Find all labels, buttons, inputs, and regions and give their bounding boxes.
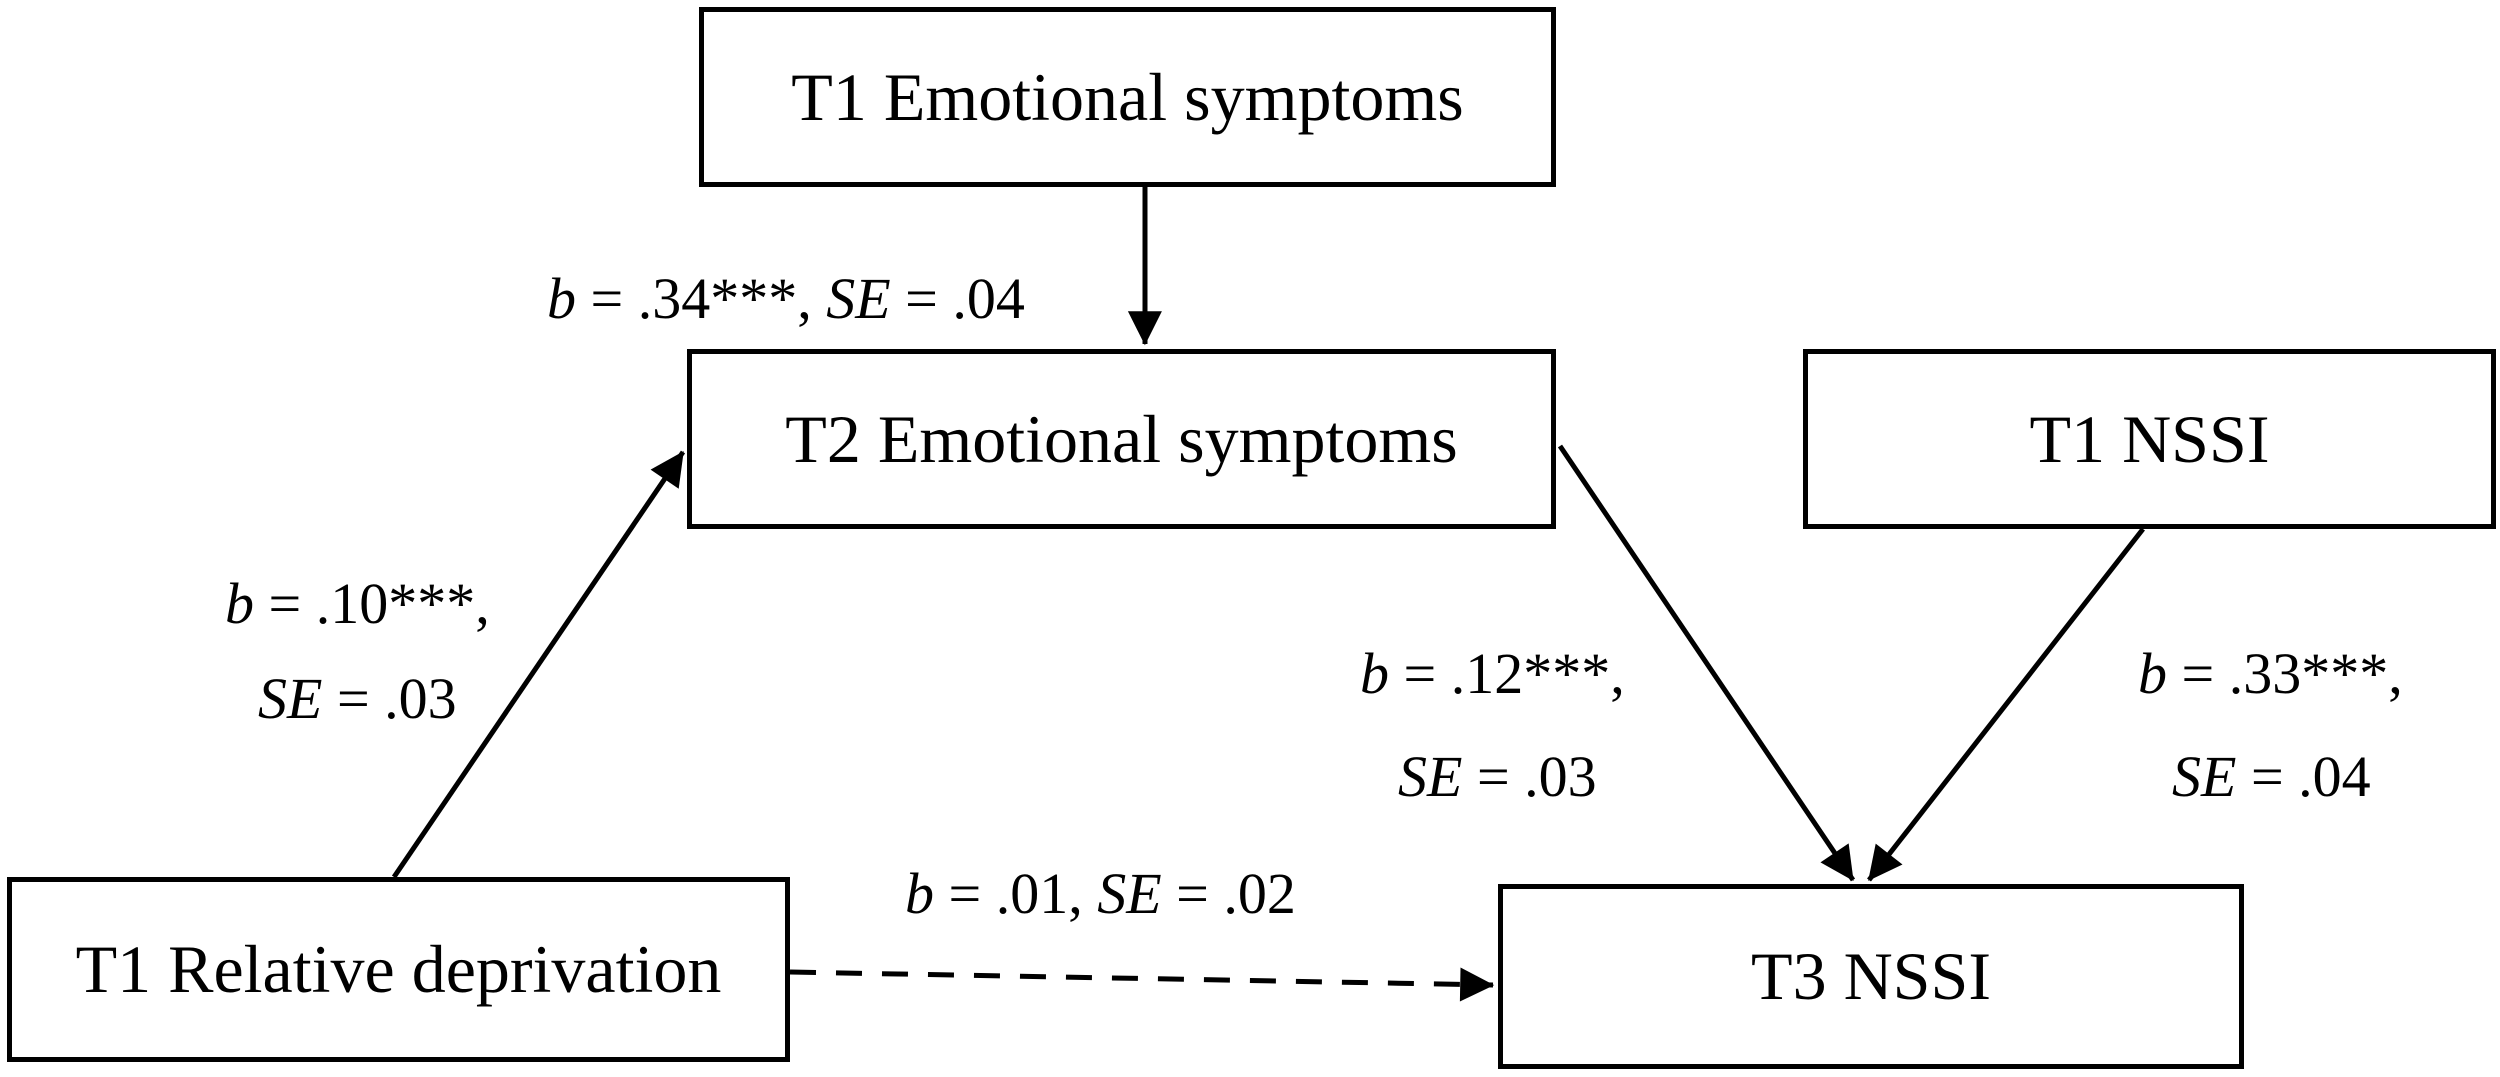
se-symbol: SE	[826, 266, 891, 331]
node-t1-relative-deprivation: T1 Relative deprivation	[7, 877, 790, 1062]
edge-label-t1rd-t2emo-se: SE = .03	[258, 670, 457, 728]
standard-error: .04	[2298, 744, 2371, 809]
edge-label-t2emo-t3nssi-b: b = .12***,	[1360, 645, 1625, 703]
node-label: T1 Relative deprivation	[75, 931, 722, 1007]
arrow-t1rd-to-t2emo	[391, 450, 686, 879]
comma: ,	[1610, 641, 1625, 706]
equals: =	[1389, 641, 1451, 706]
equals: =	[2167, 641, 2229, 706]
standard-error: .02	[1223, 861, 1296, 926]
edge-label-t1nssi-t3nssi-se: SE = .04	[2172, 748, 2371, 806]
equals: =	[322, 666, 385, 731]
node-t3-nssi: T3 NSSI	[1498, 884, 2244, 1069]
node-t1-emotional-symptoms: T1 Emotional symptoms	[699, 7, 1556, 187]
equals: =	[890, 266, 953, 331]
arrow-t1nssi-to-t3nssi	[1867, 527, 2145, 882]
b-symbol: b	[905, 861, 934, 926]
edge-label-t1nssi-t3nssi-b: b = .33***,	[2138, 645, 2403, 703]
b-symbol: b	[1360, 641, 1389, 706]
b-symbol: b	[2138, 641, 2167, 706]
edge-label-t2emo-t3nssi-se: SE = .03	[1398, 748, 1597, 806]
equals: =	[934, 861, 996, 926]
separator: ,	[1068, 861, 1098, 926]
node-label: T3 NSSI	[1751, 938, 1991, 1014]
comma: ,	[2388, 641, 2403, 706]
equals: =	[576, 266, 638, 331]
standard-error: .03	[1524, 744, 1597, 809]
se-symbol: SE	[1097, 861, 1162, 926]
b-symbol: b	[225, 571, 254, 636]
edge-label-t1rd-t3nssi: b = .01, SE = .02	[905, 865, 1296, 923]
equals: =	[1462, 744, 1525, 809]
coefficient-b: .10***	[315, 571, 476, 636]
arrow-t1rd-to-t3nssi-dashed	[789, 967, 1495, 1002]
arrow-t2emo-to-t3nssi	[1557, 444, 1856, 882]
edge-label-t1rd-t2emo-b: b = .10***,	[225, 575, 490, 633]
equals: =	[1161, 861, 1224, 926]
edge-label-t1emo-t2emo: b = .34***, SE = .04	[547, 270, 1025, 328]
node-t2-emotional-symptoms: T2 Emotional symptoms	[687, 349, 1556, 529]
equals: =	[2236, 744, 2299, 809]
se-symbol: SE	[2172, 744, 2237, 809]
standard-error: .04	[952, 266, 1025, 331]
node-label: T1 NSSI	[2029, 400, 2270, 477]
standard-error: .03	[384, 666, 457, 731]
equals: =	[254, 571, 316, 636]
se-symbol: SE	[258, 666, 323, 731]
b-symbol: b	[547, 266, 576, 331]
coefficient-b: .12***	[1450, 641, 1611, 706]
coefficient-b: .01	[995, 861, 1069, 926]
node-t1-nssi: T1 NSSI	[1803, 349, 2496, 529]
se-symbol: SE	[1398, 744, 1463, 809]
comma: ,	[475, 571, 490, 636]
node-label: T1 Emotional symptoms	[791, 58, 1464, 135]
separator: ,	[797, 266, 827, 331]
coefficient-b: .33***	[2228, 641, 2389, 706]
coefficient-b: .34***	[637, 266, 798, 331]
node-label: T2 Emotional symptoms	[785, 400, 1458, 477]
